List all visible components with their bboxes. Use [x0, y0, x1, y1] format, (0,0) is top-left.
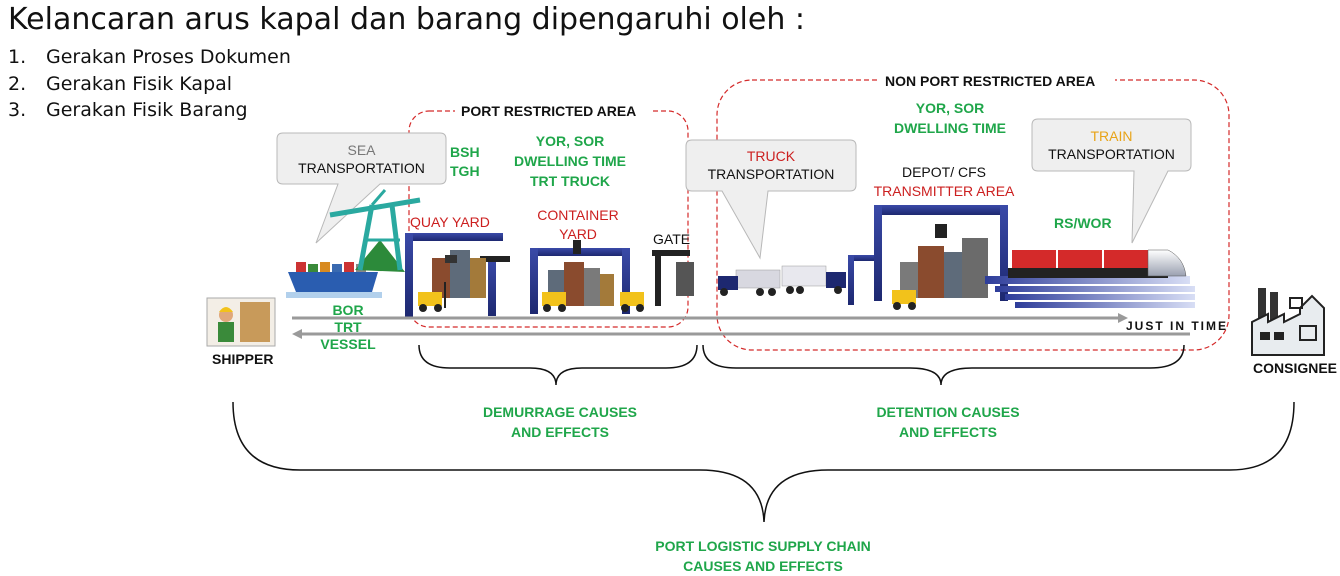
truck-transport-label: TRUCK TRANSPORTATION	[707, 148, 835, 182]
truck-transport-bubble	[685, 139, 857, 260]
port-restricted-area-box	[408, 110, 689, 328]
train-transport-bubble	[1031, 118, 1192, 244]
page-title: Kelancaran arus kapal dan barang dipenga…	[8, 2, 806, 37]
just-in-time-label: JUST IN TIME	[1126, 319, 1229, 333]
depot-gantry-icon	[848, 205, 1008, 305]
quay-yard-containers-icon	[432, 250, 486, 298]
factor-list: 1.Gerakan Proses Dokumen 2.Gerakan Fisik…	[8, 44, 291, 124]
forklift-icon	[418, 282, 446, 312]
truck-icon	[718, 269, 781, 296]
rswor-label: RS/WOR	[1054, 215, 1112, 231]
train-transport-label: TRAIN TRANSPORTATION	[1048, 128, 1175, 162]
depot-label: DEPOT/ CFS TRANSMITTER AREA	[873, 164, 1015, 199]
vessel-kpi-label: BOR TRT VESSEL	[320, 302, 376, 352]
forklift-icon	[542, 292, 644, 312]
container-yard-containers-icon	[548, 262, 614, 306]
non-port-kpi-label: YOR, SOR DWELLING TIME	[894, 100, 1006, 136]
gate-icon	[652, 250, 694, 306]
non-port-restricted-area-title: NON PORT RESTRICTED AREA	[885, 73, 1096, 89]
list-item: 3.Gerakan Fisik Barang	[8, 99, 248, 121]
detention-brace	[702, 344, 1185, 386]
shipper-label: SHIPPER	[212, 351, 274, 367]
rail-platform-icon	[985, 276, 1195, 308]
consignee-factory-icon	[1251, 288, 1325, 356]
quay-yard-gantry-icon	[405, 233, 510, 317]
sea-transport-label: SEA TRANSPORTATION	[298, 142, 425, 176]
demurrage-brace	[418, 344, 698, 386]
bsh-tgh-label: BSH TGH	[450, 144, 480, 179]
consignee-label: CONSIGNEE	[1253, 360, 1338, 376]
quay-yard-label: QUAY YARD	[410, 214, 490, 230]
demurrage-label: DEMURRAGE CAUSES AND EFFECTS	[482, 404, 637, 440]
detention-label: DETENTION CAUSES AND EFFECTS	[876, 404, 1020, 440]
container-yard-label: CONTAINER YARD	[537, 207, 619, 242]
supply-chain-brace	[232, 401, 1295, 523]
list-item: 1.Gerakan Proses Dokumen	[8, 46, 291, 68]
depot-containers-icon	[900, 238, 988, 298]
list-item: 2.Gerakan Fisik Kapal	[8, 72, 233, 95]
forklift-icon	[892, 290, 916, 310]
train-icon	[1008, 249, 1187, 278]
gate-label: GATE	[653, 231, 691, 247]
quay-crane-icon	[329, 189, 421, 272]
container-yard-gantry-icon	[530, 240, 630, 314]
shipper-icon	[206, 297, 276, 347]
supply-chain-label: PORT LOGISTIC SUPPLY CHAIN CAUSES AND EF…	[655, 538, 871, 574]
port-restricted-area-title: PORT RESTRICTED AREA	[461, 103, 637, 119]
port-kpi-label: YOR, SOR DWELLING TIME TRT TRUCK	[514, 133, 626, 189]
truck-icon	[781, 265, 846, 294]
container-ship-icon	[286, 262, 382, 298]
